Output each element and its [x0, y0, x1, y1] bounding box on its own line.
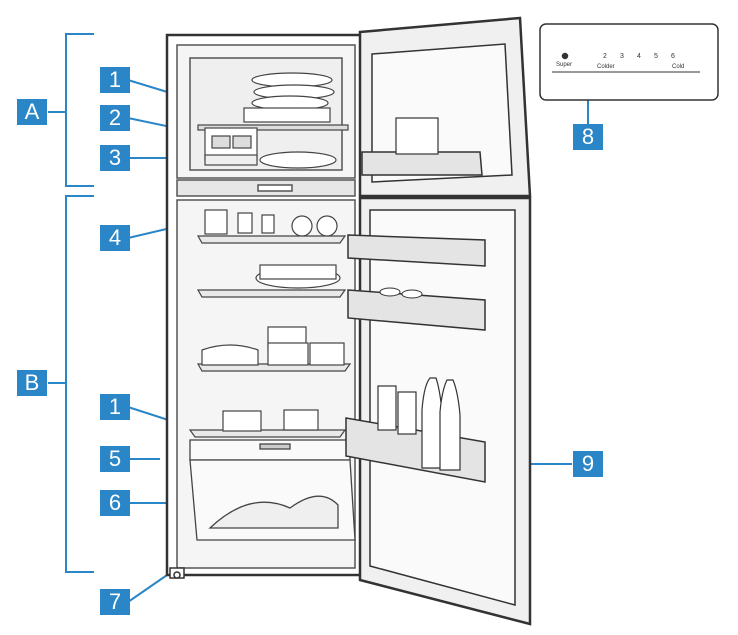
bracket-b	[48, 195, 94, 573]
control-panel-digit: 6	[671, 53, 675, 60]
bracket-a	[48, 33, 94, 187]
control-panel-label-super: Super	[556, 62, 573, 68]
callout-1-top: 1	[100, 67, 130, 93]
fridge-door	[345, 196, 532, 626]
fridge-shelves	[188, 235, 352, 438]
control-panel-label-cold: Cold	[672, 64, 685, 70]
callout-a: A	[17, 99, 47, 125]
callout-3: 3	[100, 145, 130, 171]
control-panel-digit: 5	[654, 53, 658, 60]
callout-7: 7	[100, 589, 130, 615]
callout-5: 5	[100, 446, 130, 472]
control-panel	[539, 23, 719, 101]
control-panel-digit: 3	[620, 53, 624, 60]
control-panel-digit: 4	[637, 53, 641, 60]
callout-6: 6	[100, 490, 130, 516]
ice-tray	[204, 127, 258, 166]
freezer-door	[358, 16, 532, 198]
callout-9: 9	[573, 451, 603, 477]
callout-8: 8	[573, 124, 603, 150]
callout-2: 2	[100, 105, 130, 131]
control-panel-label-colder: Colder	[597, 64, 615, 70]
freezer-shelf	[197, 72, 349, 169]
callout-1-bottom: 1	[100, 394, 130, 420]
control-panel-digit: 2	[603, 53, 607, 60]
callout-4: 4	[100, 225, 130, 251]
callout-b: B	[17, 370, 47, 396]
fridge-contents	[201, 209, 345, 432]
divider-panel	[176, 179, 356, 197]
adjustable-foot	[169, 567, 185, 579]
crisper-drawer	[189, 439, 356, 541]
